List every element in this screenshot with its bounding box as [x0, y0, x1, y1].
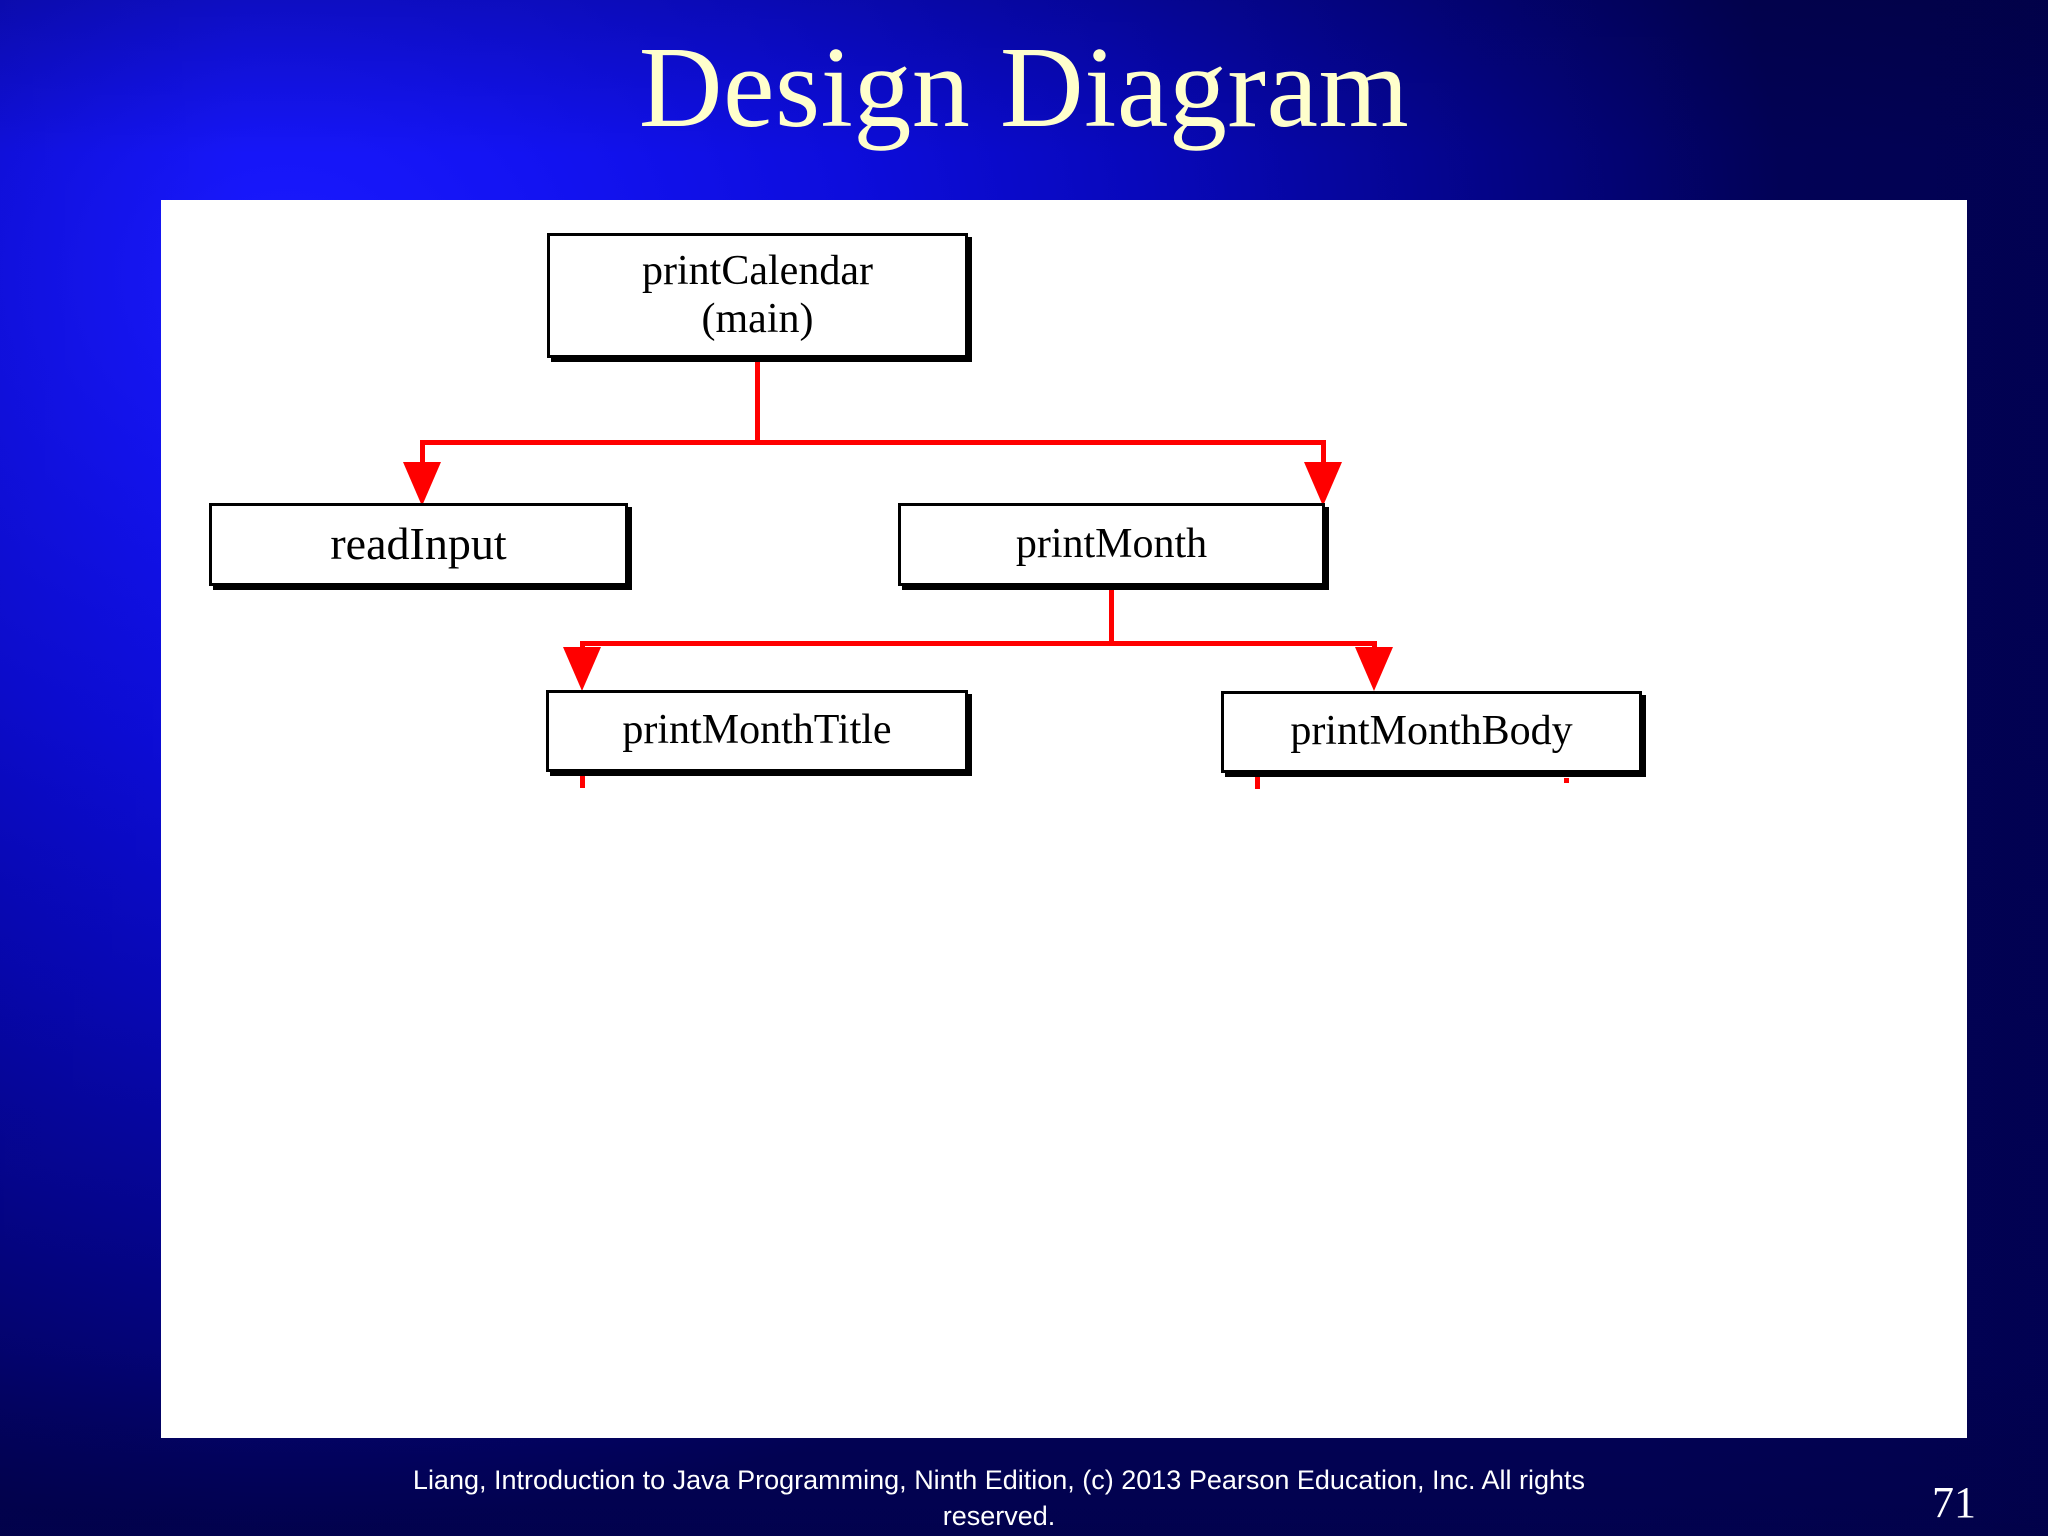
footer-credit-text: Liang, Introduction to Java Programming,… [412, 1465, 1586, 1531]
node-printmonthbody-label: printMonthBody [1290, 708, 1573, 755]
node-readinput-label: readInput [330, 518, 507, 570]
node-printmonth-label: printMonth [1015, 520, 1208, 567]
edge-printmonth-to-title-drop [580, 641, 585, 651]
edge-printcalendar-bus [420, 440, 1326, 445]
edge-printcalendar-stem [755, 358, 760, 443]
node-readinput[interactable]: readInput [209, 503, 628, 586]
edge-printmonth-stem [1109, 586, 1114, 644]
slide-page-number: 71 [1932, 1478, 1976, 1527]
arrowhead-printmonthbody [1355, 647, 1393, 691]
slide-footer: Liang, Introduction to Java Programming,… [0, 1455, 2048, 1536]
edge-stub-printmonthbody-right [1564, 778, 1569, 783]
node-printcalendar-label: printCalendar [642, 247, 873, 294]
node-printmonthtitle[interactable]: printMonthTitle [546, 690, 968, 772]
edge-printcalendar-to-readinput-drop [420, 440, 425, 466]
edge-stub-printmonthtitle [580, 772, 585, 788]
node-printmonth[interactable]: printMonth [898, 503, 1325, 586]
edge-printcalendar-to-printmonth-drop [1321, 440, 1326, 466]
arrowhead-printmonth [1304, 462, 1342, 506]
node-printmonthbody[interactable]: printMonthBody [1221, 691, 1642, 773]
node-printcalendar[interactable]: printCalendar (main) [547, 233, 968, 358]
arrowhead-printmonthtitle [563, 647, 601, 691]
node-printcalendar-sublabel: (main) [701, 295, 814, 342]
node-printmonthtitle-label: printMonthTitle [622, 707, 892, 754]
arrowhead-readinput [403, 462, 441, 506]
edge-stub-printmonthbody-left [1255, 773, 1260, 789]
edge-printmonth-bus [580, 641, 1377, 646]
edge-printmonth-to-body-drop [1372, 641, 1377, 651]
slide-title: Design Diagram [638, 24, 1410, 152]
content-panel: printCalendar (main) readInput printMont… [161, 200, 1967, 1438]
